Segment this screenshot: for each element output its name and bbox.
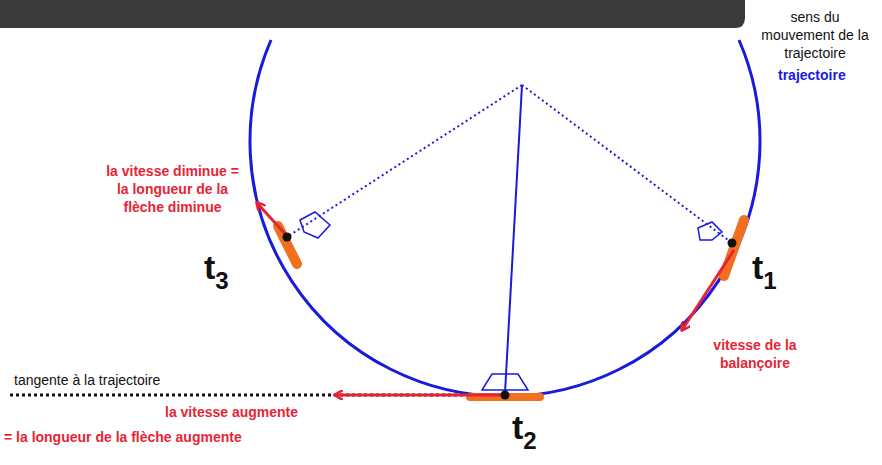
trajectory-arc — [250, 40, 760, 396]
point — [728, 239, 737, 248]
rope-dotted — [522, 85, 732, 243]
velocity-label: vitesse de la balançoire — [700, 336, 810, 372]
seat-outline — [300, 212, 330, 238]
velocity-arrow — [682, 250, 734, 330]
seat — [278, 226, 297, 264]
tangent-label: tangente à la trajectoire — [14, 371, 160, 389]
rope-dotted — [287, 85, 522, 237]
time-label: t1 — [752, 250, 777, 284]
time-label: t2 — [512, 410, 537, 444]
velocity-arrow — [257, 203, 288, 237]
trajectory-label: trajectoire — [778, 66, 846, 84]
speed-note: la vitesse augmente — [165, 403, 298, 421]
point — [283, 233, 292, 242]
top-bar — [0, 0, 745, 28]
speed-note: la vitesse diminue = la longueur de la f… — [100, 162, 245, 217]
point — [501, 391, 510, 400]
rope — [505, 85, 522, 393]
direction-note: sens du mouvement de la trajectoire — [752, 8, 878, 63]
seat-outline — [698, 222, 722, 240]
seat-outline — [482, 374, 528, 390]
seat — [724, 220, 744, 276]
time-label: t3 — [204, 250, 229, 284]
speed-note: = la longueur de la flèche augmente — [4, 428, 242, 446]
tangent-line — [10, 394, 505, 397]
velocity-arrow — [335, 394, 505, 397]
